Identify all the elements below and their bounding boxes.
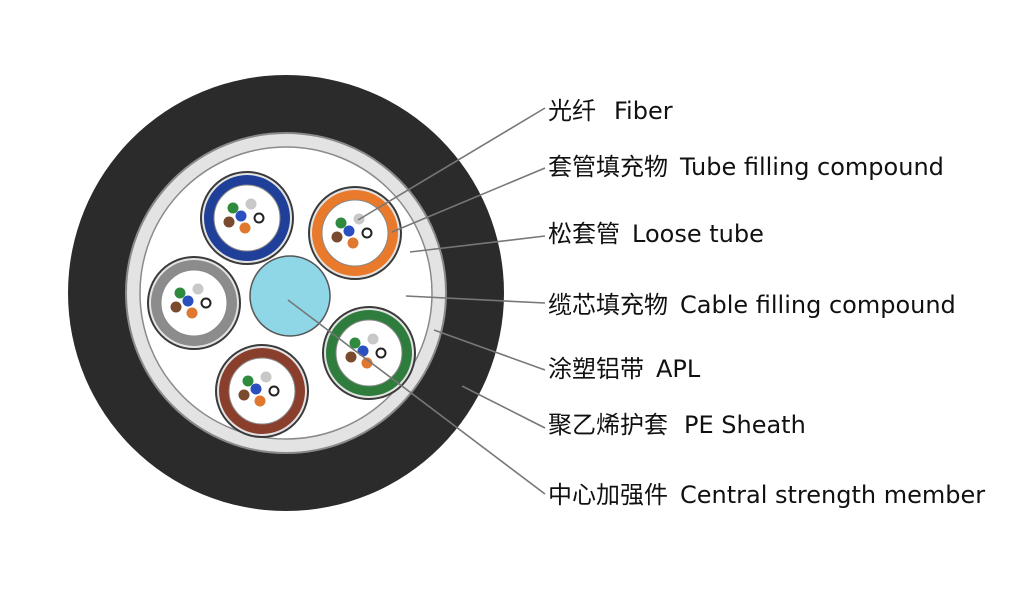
tube-filling-compound [335, 319, 403, 387]
fiber-dot [186, 307, 198, 319]
leader-line-fiber [357, 107, 546, 221]
fiber-dot [361, 357, 373, 369]
fiber-dot [250, 383, 262, 395]
tube-filling-compound [160, 269, 228, 337]
leader-lines [287, 107, 546, 495]
fiber-dot [375, 347, 387, 359]
tube-filling-compound [228, 357, 296, 425]
fiber-dot [349, 337, 361, 349]
fiber-dot [192, 283, 204, 295]
leader-line-central-member [287, 299, 546, 495]
fiber-dot [335, 217, 347, 229]
fiber-dot [223, 216, 235, 228]
loose-tube-brown [215, 344, 309, 438]
fiber-dot [367, 333, 379, 345]
tube-filling-compound [321, 199, 389, 267]
fiber-dot [182, 295, 194, 307]
loose-tube-gray [147, 256, 241, 350]
fiber-dot [254, 395, 266, 407]
loose-tube-orange [308, 186, 402, 280]
fiber-dot [260, 371, 272, 383]
fiber-dot [242, 375, 254, 387]
fiber-dot [331, 231, 343, 243]
fiber-dot [343, 225, 355, 237]
fiber-dot [227, 202, 239, 214]
fiber-dot [239, 222, 251, 234]
fiber-dot [174, 287, 186, 299]
fiber-dot [170, 301, 182, 313]
leader-line-tube-filling [391, 167, 546, 233]
loose-tube-blue [200, 171, 294, 265]
fiber-dot [357, 345, 369, 357]
leader-line-cable-filling [405, 295, 546, 304]
fiber-dot [345, 351, 357, 363]
tube-filling-compound [213, 184, 281, 252]
fiber-dot [238, 389, 250, 401]
fiber-dot [347, 237, 359, 249]
loose-tubes-group [147, 171, 416, 438]
fiber-dot [245, 198, 257, 210]
leader-line-loose-tube [409, 235, 546, 253]
fiber-dot [235, 210, 247, 222]
fiber-dot [253, 212, 265, 224]
leader-line-pe-sheath [461, 385, 546, 429]
central-strength-member [249, 255, 331, 337]
leader-line-apl [433, 329, 546, 371]
fiber-dot [268, 385, 280, 397]
loose-tube-green [322, 306, 416, 400]
fiber-dot [361, 227, 373, 239]
fiber-dot [200, 297, 212, 309]
cable-cross-section [68, 75, 504, 511]
